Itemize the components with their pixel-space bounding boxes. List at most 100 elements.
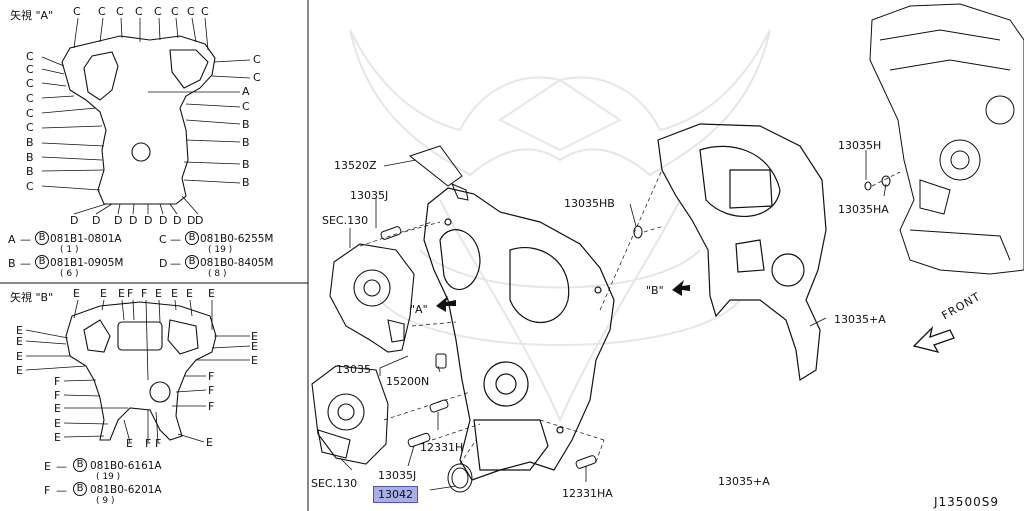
legend-key: A	[8, 233, 16, 246]
bolt-b-symbol-icon: B	[185, 255, 199, 269]
water-pump-upper	[329, 243, 415, 353]
view-b-top-letter: E	[100, 287, 107, 300]
dash-guide-lines	[359, 169, 901, 465]
view-a-right-letter: C	[253, 71, 261, 84]
view-a-bottom-letter: D	[92, 214, 101, 227]
view-b-right-letter: E	[251, 330, 258, 343]
view-a-top-letter: C	[187, 5, 195, 18]
section-ref-130-top[interactable]: SEC.130	[322, 214, 369, 227]
view-b-bottom-letter: F	[145, 437, 152, 450]
part-label-13520z[interactable]: 13520Z	[334, 159, 377, 172]
view-a-bottom-letter: D	[187, 214, 196, 227]
part-label-12331h[interactable]: 12331H	[420, 441, 464, 454]
legend-qty: ( 19 )	[96, 472, 121, 482]
view-a-bottom-letter: D	[70, 214, 79, 227]
view-b-left-letter: E	[16, 350, 23, 363]
legend-code: 081B0-6201A	[90, 484, 162, 496]
view-b-top-letter: E	[208, 287, 215, 300]
view-b-left-letter: E	[16, 364, 23, 377]
water-pump-lower	[311, 365, 389, 465]
part-label-13035ha[interactable]: 13035HA	[838, 203, 889, 216]
legend-qty: ( 1 )	[60, 245, 79, 255]
legend-qty: ( 6 )	[60, 269, 79, 279]
part-label-13035h[interactable]: 13035H	[838, 139, 882, 152]
view-a-top-letter: C	[171, 5, 179, 18]
part-label-15200n[interactable]: 15200N	[386, 375, 430, 388]
legend-key: E	[44, 460, 51, 473]
view-a-bottom-letter: D	[195, 214, 204, 227]
view-a-left-letter: C	[26, 50, 34, 63]
legend-code: 081B0-8405M	[200, 257, 274, 269]
view-b-right-letter: F	[208, 384, 215, 397]
view-a-bottom-letter: D	[144, 214, 153, 227]
legend-qty: ( 9 )	[96, 496, 115, 506]
watermark-logo	[349, 29, 771, 423]
view-a-right-letter: A	[242, 85, 250, 98]
view-a-arrow-label: "A"	[410, 303, 428, 316]
view-b-top-letter: E	[155, 287, 162, 300]
view-b-left-letter: E	[16, 335, 23, 348]
main-leader-lines	[339, 150, 887, 491]
rear-timing-case	[657, 123, 827, 382]
view-a-left-letter: C	[26, 107, 34, 120]
part-label-13035j-bottom[interactable]: 13035J	[378, 469, 417, 482]
view-b-bottom-letter: F	[155, 437, 162, 450]
view-b-top-letter: E	[118, 287, 125, 300]
part-label-13035j-top[interactable]: 13035J	[350, 189, 389, 202]
view-a-top-letter: C	[98, 5, 106, 18]
view-a-top-letter: C	[116, 5, 124, 18]
view-a-top-letter: C	[73, 5, 81, 18]
legend-code: 081B0-6255M	[200, 233, 274, 245]
view-a-right-letter: B	[242, 176, 250, 189]
view-b-right-letter: E	[251, 354, 258, 367]
view-a-left-letter: C	[26, 92, 34, 105]
legend-qty: ( 19 )	[208, 245, 233, 255]
view-b-top-letter: E	[73, 287, 80, 300]
view-a-left-letter: C	[26, 77, 34, 90]
part-label-13035a-right[interactable]: 13035+A	[834, 313, 886, 326]
view-a-top-letter: C	[201, 5, 209, 18]
view-b-top-letter: F	[127, 287, 134, 300]
view-a-left-letter: C	[26, 180, 34, 193]
bolt-b-symbol-icon: B	[185, 231, 199, 245]
part-label-13035hb[interactable]: 13035HB	[564, 197, 615, 210]
panel-dividers	[0, 0, 309, 511]
legend-qty: ( 8 )	[208, 269, 227, 279]
bolt-b-symbol-icon: B	[35, 255, 49, 269]
bolt-b-symbol-icon: B	[73, 482, 87, 496]
view-b-leader-lines	[25, 299, 251, 443]
view-b-left-letter: E	[54, 417, 61, 430]
legend-key: C	[159, 233, 167, 246]
view-a-title: 矢視 "A"	[10, 9, 54, 22]
part-label-12331ha[interactable]: 12331HA	[562, 487, 613, 500]
view-a-right-letter: C	[253, 53, 261, 66]
view-a-cover-outline	[61, 35, 216, 205]
view-b-top-letter: E	[186, 287, 193, 300]
view-a-right-letter: B	[242, 136, 250, 149]
sealant-tube-13520z	[408, 145, 469, 201]
part-label-13042-highlighted[interactable]: 13042	[373, 486, 418, 503]
bolt-b-symbol-icon: B	[73, 458, 87, 472]
legend-code: 081B1-0905M	[50, 257, 124, 269]
view-b-left-letter: E	[54, 402, 61, 415]
part-label-13035[interactable]: 13035	[336, 363, 371, 376]
part-label-13035a-bottom[interactable]: 13035+A	[718, 475, 770, 488]
view-a-left-letter: C	[26, 121, 34, 134]
view-b-right-letter: F	[208, 370, 215, 383]
bolt-b-symbol-icon: B	[35, 231, 49, 245]
view-b-bottom-letter: E	[206, 436, 213, 449]
view-a-left-letter: C	[26, 63, 34, 76]
engine-block	[869, 3, 1024, 275]
view-b-title: 矢視 "B"	[10, 291, 54, 304]
legend-key: B	[8, 257, 16, 270]
view-b-right-letter: F	[208, 400, 215, 413]
view-b-left-letter: F	[54, 375, 61, 388]
view-b-left-letter: E	[16, 324, 23, 337]
view-a-left-letter: B	[26, 165, 34, 178]
section-ref-130-bottom[interactable]: SEC.130	[311, 477, 358, 490]
legend-key: D	[159, 257, 168, 270]
view-b-right-letter: E	[251, 340, 258, 353]
view-b-left-letter: E	[54, 431, 61, 444]
view-b-top-letter: E	[171, 287, 178, 300]
